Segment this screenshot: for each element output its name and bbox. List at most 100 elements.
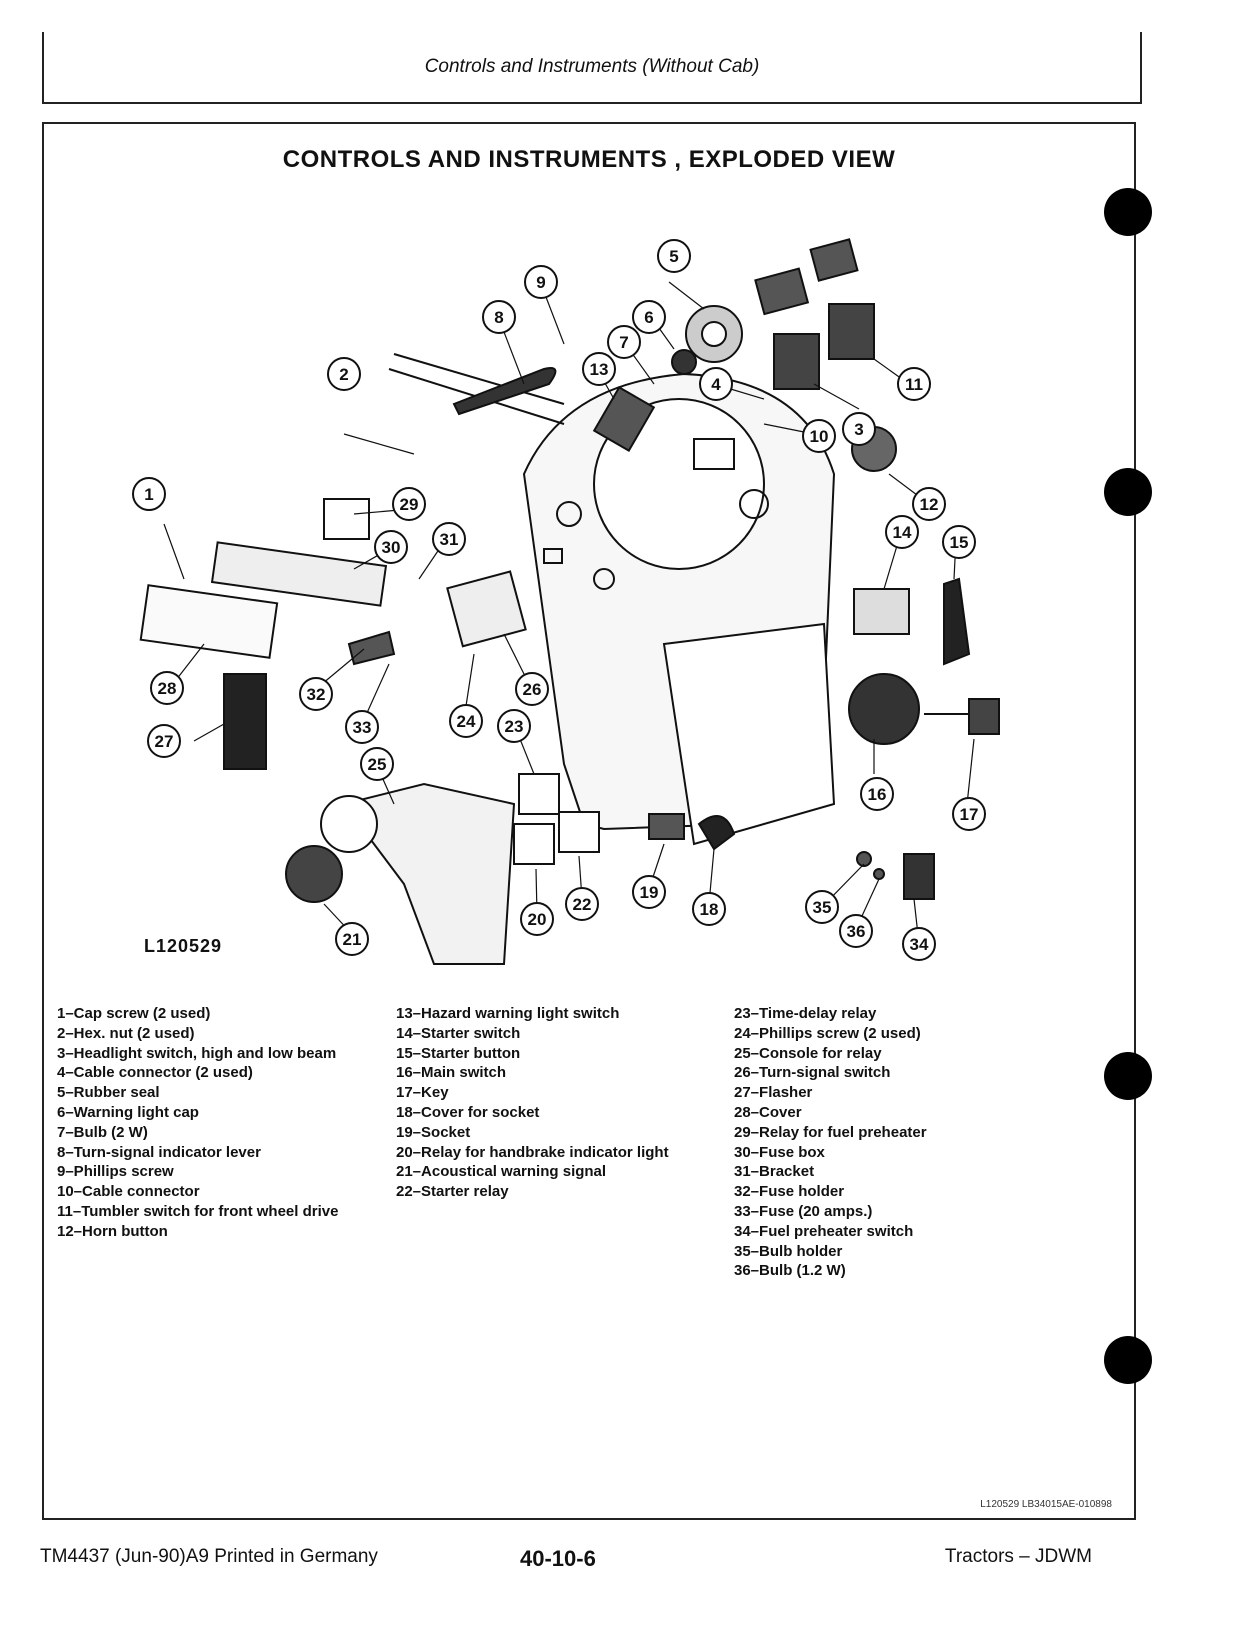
panel-hole	[593, 568, 615, 590]
callout-number: 24	[457, 712, 476, 731]
legend-item: 32–Fuse holder	[734, 1183, 845, 1201]
callout-number: 10	[810, 427, 829, 446]
callout-13: 13	[582, 352, 616, 386]
callout-35: 35	[805, 890, 839, 924]
callout-19: 19	[632, 875, 666, 909]
callout-number: 32	[307, 685, 326, 704]
legend-item: 21–Acoustical warning signal	[396, 1163, 607, 1181]
callout-8: 8	[482, 300, 516, 334]
callout-number: 16	[868, 785, 887, 804]
lower-bracket	[662, 622, 836, 846]
socket-part	[648, 813, 685, 840]
callout-number: 33	[353, 718, 372, 737]
callout-number: 34	[910, 935, 929, 954]
callout-number: 25	[368, 755, 387, 774]
time-delay-relay-body	[518, 773, 560, 815]
callout-28: 28	[150, 671, 184, 705]
footer-page-number: 40-10-6	[520, 1546, 596, 1571]
legend-item: 29–Relay for fuel preheater	[734, 1123, 927, 1141]
callout-15: 15	[942, 525, 976, 559]
console-ring	[320, 795, 378, 853]
callout-number: 8	[494, 308, 503, 327]
legend-item: 6–Warning light cap	[57, 1103, 199, 1121]
callout-number: 22	[573, 895, 592, 914]
flasher-body	[223, 673, 267, 770]
legend-item: 14–Starter switch	[396, 1024, 521, 1042]
legend-item: 1–Cap screw (2 used)	[57, 1005, 211, 1022]
legend-column-2: 13–Hazard warning light switch 14–Starter…	[396, 1004, 669, 1202]
fuel-preheater-switch-body	[903, 853, 935, 900]
callout-5: 5	[657, 239, 691, 273]
legend-item: 16–Main switch	[396, 1064, 507, 1082]
callout-11: 11	[897, 367, 931, 401]
turn-signal-switch-body	[446, 570, 527, 648]
exploded-view-diagram: 1234567891011121314151617181920212223242…	[132, 238, 1000, 965]
binder-hole	[1104, 1336, 1152, 1384]
callout-number: 35	[813, 898, 832, 917]
legend-item: 2–Hex. nut (2 used)	[57, 1024, 195, 1042]
cover-28-body	[139, 584, 279, 659]
callouts: 1234567891011121314151617181920212223242…	[132, 239, 986, 961]
callout-16: 16	[860, 777, 894, 811]
turn-signal-lever	[452, 367, 557, 416]
callout-10: 10	[802, 419, 836, 453]
callout-number: 26	[523, 680, 542, 699]
switch-cover	[754, 267, 810, 316]
callout-17: 17	[952, 797, 986, 831]
panel-hole	[739, 489, 769, 519]
callout-4: 4	[699, 367, 733, 401]
legend-item: 12–Horn button	[57, 1222, 168, 1240]
legend-item: 25–Console for relay	[734, 1044, 882, 1062]
panel-slot	[543, 548, 563, 564]
callout-number: 5	[669, 247, 678, 266]
footer-product: Tractors – JDWM	[944, 1546, 1092, 1567]
callout-number: 29	[400, 495, 419, 514]
callout-18: 18	[692, 892, 726, 926]
callout-26: 26	[515, 672, 549, 706]
header-frame: Controls and Instruments (Without Cab)	[42, 32, 1142, 104]
relay-29-body	[323, 498, 370, 540]
fuse-holder-part	[347, 630, 396, 666]
legend-item: 34–Fuel preheater switch	[734, 1222, 914, 1240]
callout-number: 7	[619, 333, 628, 352]
legend-item: 13–Hazard warning light switch	[396, 1005, 620, 1022]
binder-hole	[1104, 1052, 1152, 1100]
legend-item: 22–Starter relay	[396, 1183, 509, 1201]
callout-number: 23	[505, 717, 524, 736]
callout-number: 17	[960, 805, 979, 824]
callout-number: 30	[382, 538, 401, 557]
callout-34: 34	[902, 927, 936, 961]
legend-column-1: 1–Cap screw (2 used)2–Hex. nut (2 used)3…	[57, 1004, 338, 1242]
gauge-opening	[593, 398, 765, 570]
diagram-parts	[139, 238, 1000, 965]
callout-number: 11	[905, 375, 923, 394]
callout-number: 9	[536, 273, 545, 292]
relay-20-body	[513, 823, 555, 865]
callout-6: 6	[632, 300, 666, 334]
relay-console	[342, 782, 516, 965]
callout-36: 36	[839, 914, 873, 948]
bulb-holder-part	[856, 851, 872, 867]
callout-12: 12	[912, 487, 946, 521]
support-rail	[388, 353, 565, 425]
callout-23: 23	[497, 709, 531, 743]
callout-number: 12	[920, 495, 939, 514]
tumbler-switch-body	[828, 303, 875, 360]
legend-item: 15–Starter button	[396, 1044, 521, 1062]
legend-item: 4–Cable connector (2 used)	[57, 1064, 253, 1082]
warning-cap-part	[671, 349, 697, 375]
socket-cover-part	[697, 815, 736, 851]
legend-item: 28–Cover	[734, 1103, 802, 1121]
legend-item: 33–Fuse (20 amps.)	[734, 1202, 873, 1220]
legend-item: 5–Rubber seal	[57, 1084, 160, 1102]
callout-2: 2	[327, 357, 361, 391]
callout-number: 2	[339, 365, 348, 384]
legend-item: 26–Turn-signal switch	[734, 1064, 891, 1082]
legend-item: 35–Bulb holder	[734, 1242, 843, 1260]
legend-item: 18–Cover for socket	[396, 1103, 540, 1121]
headlight-switch-body	[773, 333, 820, 390]
main-switch-part	[848, 673, 920, 745]
page-header-title: Controls and Instruments (Without Cab)	[424, 56, 760, 77]
callout-number: 20	[528, 910, 547, 929]
hazard-switch-body	[592, 385, 656, 453]
